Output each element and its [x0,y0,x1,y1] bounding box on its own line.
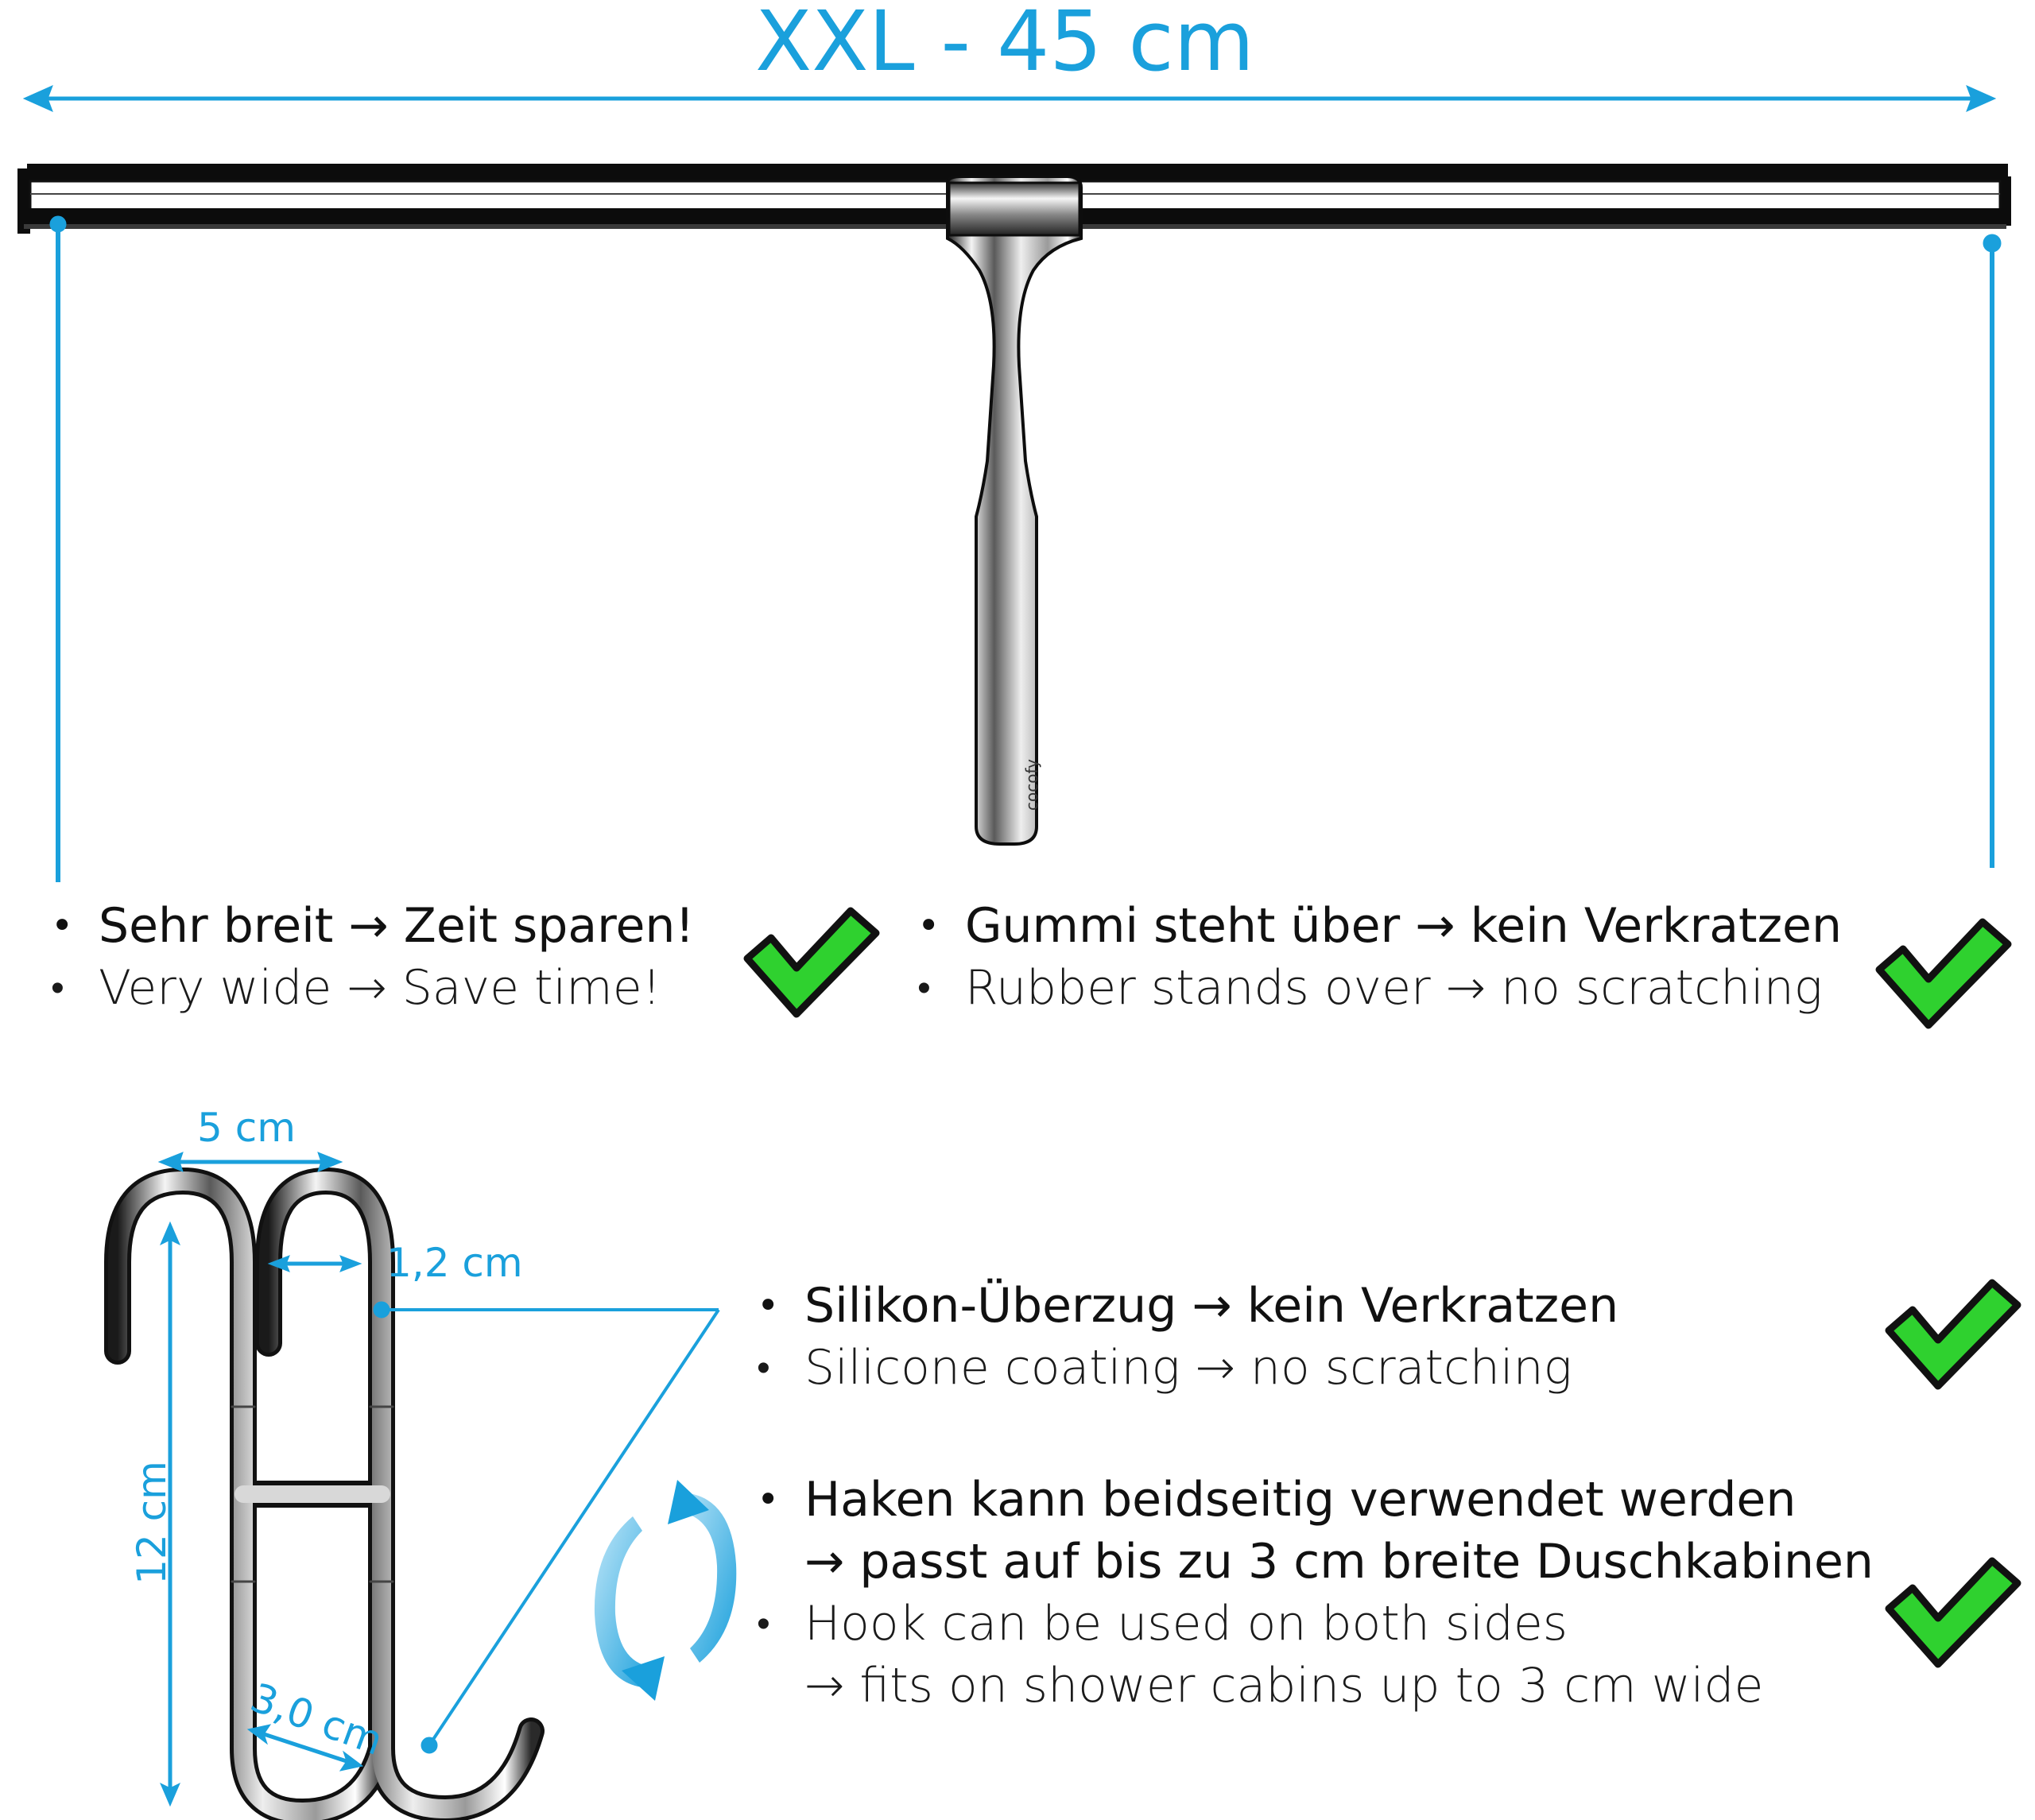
feature-en: Rubber stands over → no scratching [914,957,1842,1019]
shower-hook [104,1168,545,1820]
feature-de-continued: → passt auf bis zu 3 cm breite Duschkabi… [804,1534,1874,1590]
feature-en-continued: → fits on shower cabins up to 3 cm wide [804,1658,1764,1714]
hook-height-label: 12 cm [129,1461,175,1585]
silicone-callout [373,1301,720,1754]
feature-en: Silicone coating → no scratching [754,1337,1618,1399]
width-dimension-arrow [22,85,1997,112]
squeegee-handle: cocofy [946,175,1083,846]
rotate-arrows-icon [594,1480,737,1701]
title-text: XXL - 45 cm [755,0,1254,90]
rubber-overhang-markers [49,215,2002,882]
feature-en: Hook can be used on both sides [754,1593,1874,1655]
checkmark-icon [1885,1557,2021,1668]
checkmark-icon [1875,918,2012,1029]
feature-en: Very wide → Save time! [48,957,694,1019]
feature-list-rubber: Gummi steht über → kein Verkratzen Rubbe… [914,895,1842,1019]
feature-list-silicone: Silikon-Überzug → kein Verkratzen Silico… [754,1275,1618,1399]
feature-list-width: Sehr breit → Zeit sparen! Very wide → Sa… [48,895,694,1019]
hook-width-label: 5 cm [197,1105,296,1151]
feature-list-hook: Haken kann beidseitig verwendet werden →… [754,1469,1874,1717]
feature-de: Gummi steht über → kein Verkratzen [914,895,1842,957]
brand-logo: cocofy [1022,759,1041,811]
checkmark-icon [1885,1279,2021,1390]
feature-de: Silikon-Überzug → kein Verkratzen [754,1275,1618,1337]
hook-dimension-lines [157,1152,364,1807]
checkmark-icon [743,907,880,1018]
hook-gap-label: 1,2 cm [386,1240,523,1286]
feature-de: Haken kann beidseitig verwendet werden [754,1469,1874,1531]
feature-de: Sehr breit → Zeit sparen! [48,895,694,957]
